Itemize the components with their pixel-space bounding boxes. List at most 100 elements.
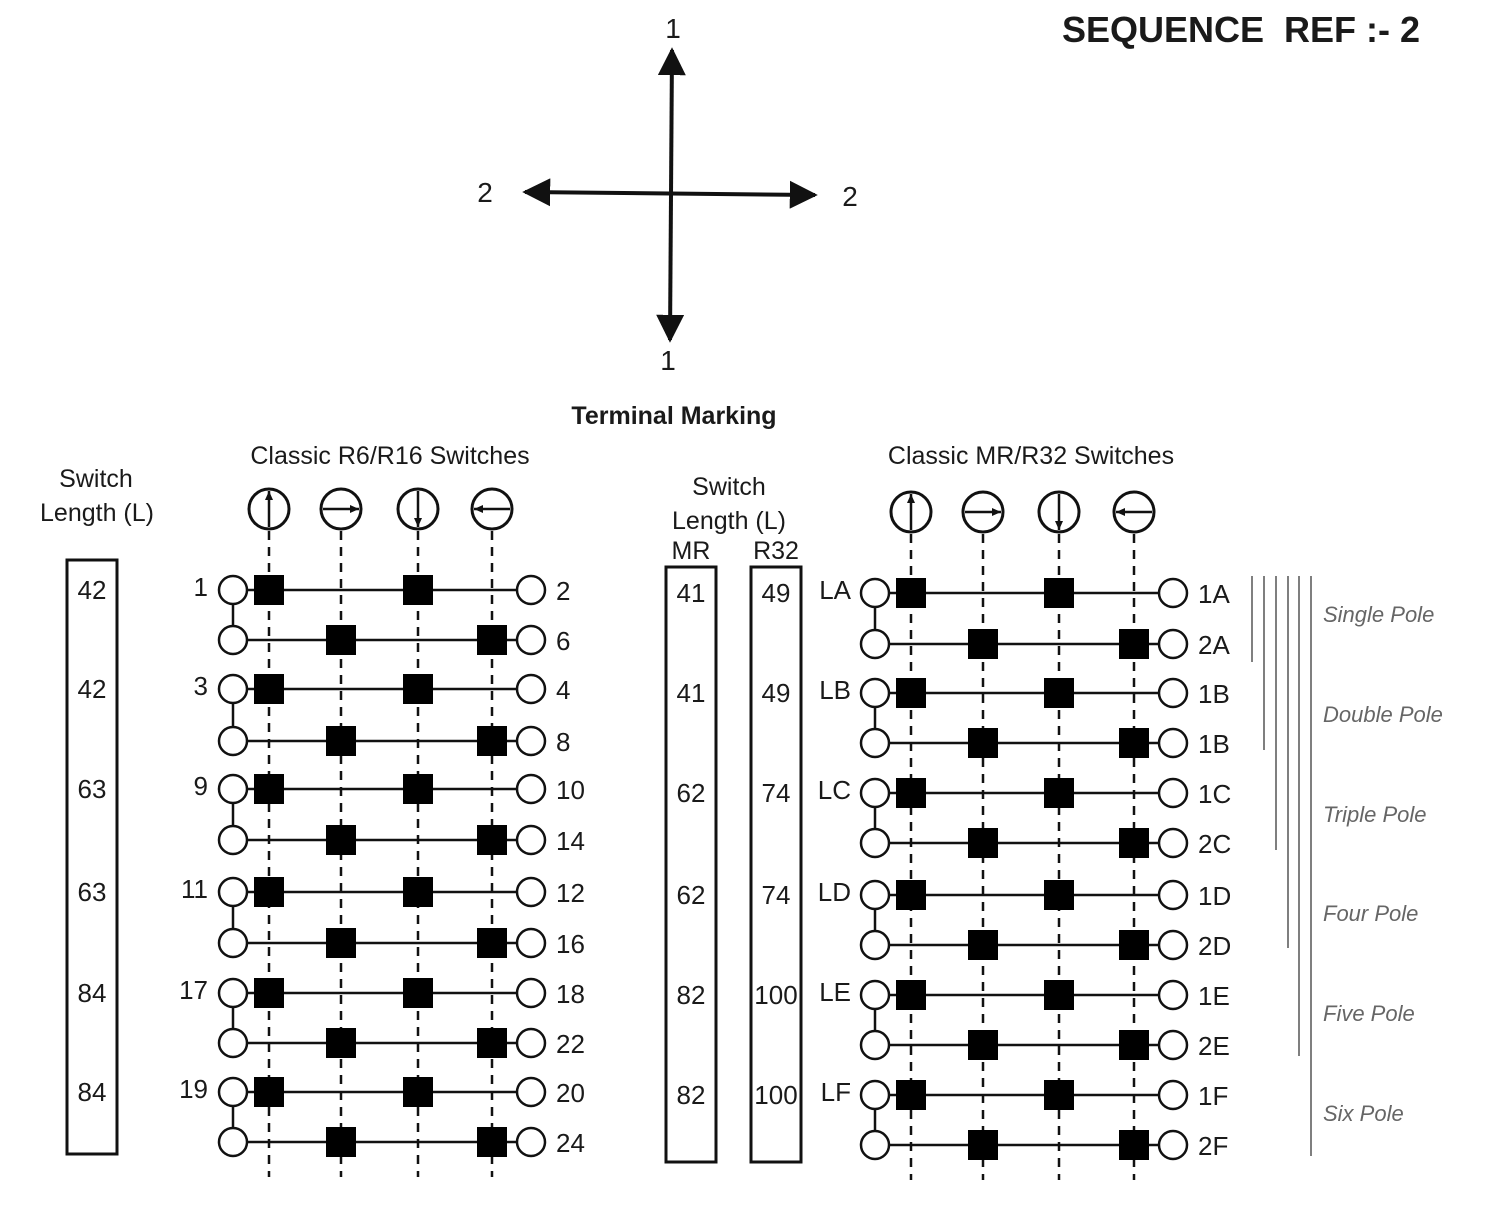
r6-left-terminal [217, 574, 249, 606]
r6-left-terminal-label: 9 [194, 771, 208, 801]
mr-closed-contact [1044, 678, 1074, 708]
r6-left-terminal [217, 1076, 249, 1108]
r6-closed-contact [326, 928, 356, 958]
r6-closed-contact [326, 1127, 356, 1157]
terminal-marking-title: Terminal Marking [571, 402, 776, 430]
r32-switch-length-value: 74 [762, 778, 791, 808]
mr-right-terminal [1157, 628, 1189, 660]
r6-closed-contact [477, 825, 507, 855]
mr-left-terminal [859, 979, 891, 1011]
mr-left-terminal-label: LC [818, 775, 851, 805]
direction-compass: 1 1 2 2 [477, 13, 858, 376]
compass-right-label: 2 [842, 181, 858, 212]
mr-symbol-arrowhead [992, 508, 1001, 516]
mr-left-terminal [859, 628, 891, 660]
r6-right-terminal-label: 22 [556, 1029, 585, 1059]
mr-closed-contact [896, 980, 926, 1010]
r6-switch-length-value: 63 [78, 774, 107, 804]
mr-closed-contact [896, 880, 926, 910]
r6-closed-contact [403, 674, 433, 704]
mr-right-terminal [1157, 727, 1189, 759]
mr-left-terminal [859, 777, 891, 809]
r6-r16-title: Classic R6/R16 Switches [250, 442, 529, 470]
r6-left-terminal [217, 725, 249, 757]
mr-right-terminal-label: 1B [1198, 729, 1230, 759]
r6-closed-contact [403, 978, 433, 1008]
r6-right-terminal-label: 14 [556, 826, 585, 856]
r6-closed-contact [403, 1077, 433, 1107]
r6-right-terminal [515, 1027, 547, 1059]
mr-right-terminal [1157, 979, 1189, 1011]
mr-r32-title: Classic MR/R32 Switches [888, 442, 1174, 470]
mr-closed-contact [1119, 728, 1149, 758]
r6-left-terminal [217, 876, 249, 908]
pole-label: Triple Pole [1323, 802, 1427, 827]
mr-symbol-arrowhead [1055, 521, 1063, 530]
r6-closed-contact [477, 625, 507, 655]
compass-up-label: 1 [665, 13, 681, 44]
mr-right-terminal-label: 1C [1198, 779, 1231, 809]
r6-left-terminal-label: 17 [179, 975, 208, 1005]
mr-closed-contact [968, 1130, 998, 1160]
mr-left-terminal [859, 929, 891, 961]
r6-right-terminal-label: 24 [556, 1128, 585, 1158]
mr-column-header: MR [672, 537, 711, 565]
r6-closed-contact [254, 877, 284, 907]
mr-right-terminal-label: 1B [1198, 679, 1230, 709]
r6-switch-length-value: 84 [78, 978, 107, 1008]
mr-left-terminal-label: LB [819, 675, 851, 705]
mr-closed-contact [968, 728, 998, 758]
pole-label: Single Pole [1323, 602, 1434, 627]
r6-closed-contact [477, 1127, 507, 1157]
mr-closed-contact [1119, 828, 1149, 858]
r6-switch-length-value: 42 [78, 575, 107, 605]
r6-right-terminal-label: 18 [556, 979, 585, 1009]
mr-left-terminal-label: LA [819, 575, 851, 605]
r6-closed-contact [254, 1077, 284, 1107]
compass-left-label: 2 [477, 177, 493, 208]
r6-right-terminal-label: 2 [556, 576, 570, 606]
mr-right-terminal [1157, 1079, 1189, 1111]
mr-left-terminal [859, 879, 891, 911]
mr-closed-contact [1044, 578, 1074, 608]
mr-closed-contact [968, 828, 998, 858]
mr-closed-contact [968, 1030, 998, 1060]
r6-left-terminal-label: 11 [181, 874, 208, 904]
mr-symbol-arrowhead [907, 494, 915, 503]
compass-horizontal-arrow [522, 178, 818, 209]
right-length-label-line2: Length (L) [672, 507, 786, 535]
r32-switch-length-value: 100 [754, 1080, 797, 1110]
mr-closed-contact [1119, 1030, 1149, 1060]
r6-closed-contact [477, 1028, 507, 1058]
r6-left-terminal-label: 19 [179, 1074, 208, 1104]
mr-right-terminal [1157, 827, 1189, 859]
r6-closed-contact [326, 726, 356, 756]
r6-left-terminal [217, 773, 249, 805]
mr-closed-contact [1044, 980, 1074, 1010]
r6-closed-contact [254, 575, 284, 605]
mr-r32-panel: Classic MR/R32 Switches Switch Length (L… [664, 442, 1443, 1180]
r32-switch-length-value: 49 [762, 678, 791, 708]
mr-left-terminal [859, 1029, 891, 1061]
mr-right-terminal-label: 1A [1198, 579, 1230, 609]
r6-closed-contact [326, 1028, 356, 1058]
mr-right-terminal-label: 2D [1198, 931, 1231, 961]
r6-right-terminal-label: 4 [556, 675, 570, 705]
mr-left-terminal-label: LF [821, 1077, 851, 1107]
mr-closed-contact [896, 678, 926, 708]
mr-symbol-arrowhead [1116, 508, 1125, 516]
r6-left-terminal [217, 1027, 249, 1059]
r6-left-terminal [217, 624, 249, 656]
mr-right-terminal-label: 1F [1198, 1081, 1228, 1111]
r6-closed-contact [326, 625, 356, 655]
r6-left-terminal [217, 977, 249, 1009]
mr-length-box [664, 565, 718, 1164]
r6-closed-contact [326, 825, 356, 855]
mr-right-terminal-label: 1E [1198, 981, 1230, 1011]
mr-switch-length-value: 62 [677, 880, 706, 910]
r6-switch-length-value: 42 [78, 674, 107, 704]
mr-switch-length-value: 82 [677, 980, 706, 1010]
r32-switch-length-value: 74 [762, 880, 791, 910]
pole-label: Five Pole [1323, 1001, 1415, 1026]
